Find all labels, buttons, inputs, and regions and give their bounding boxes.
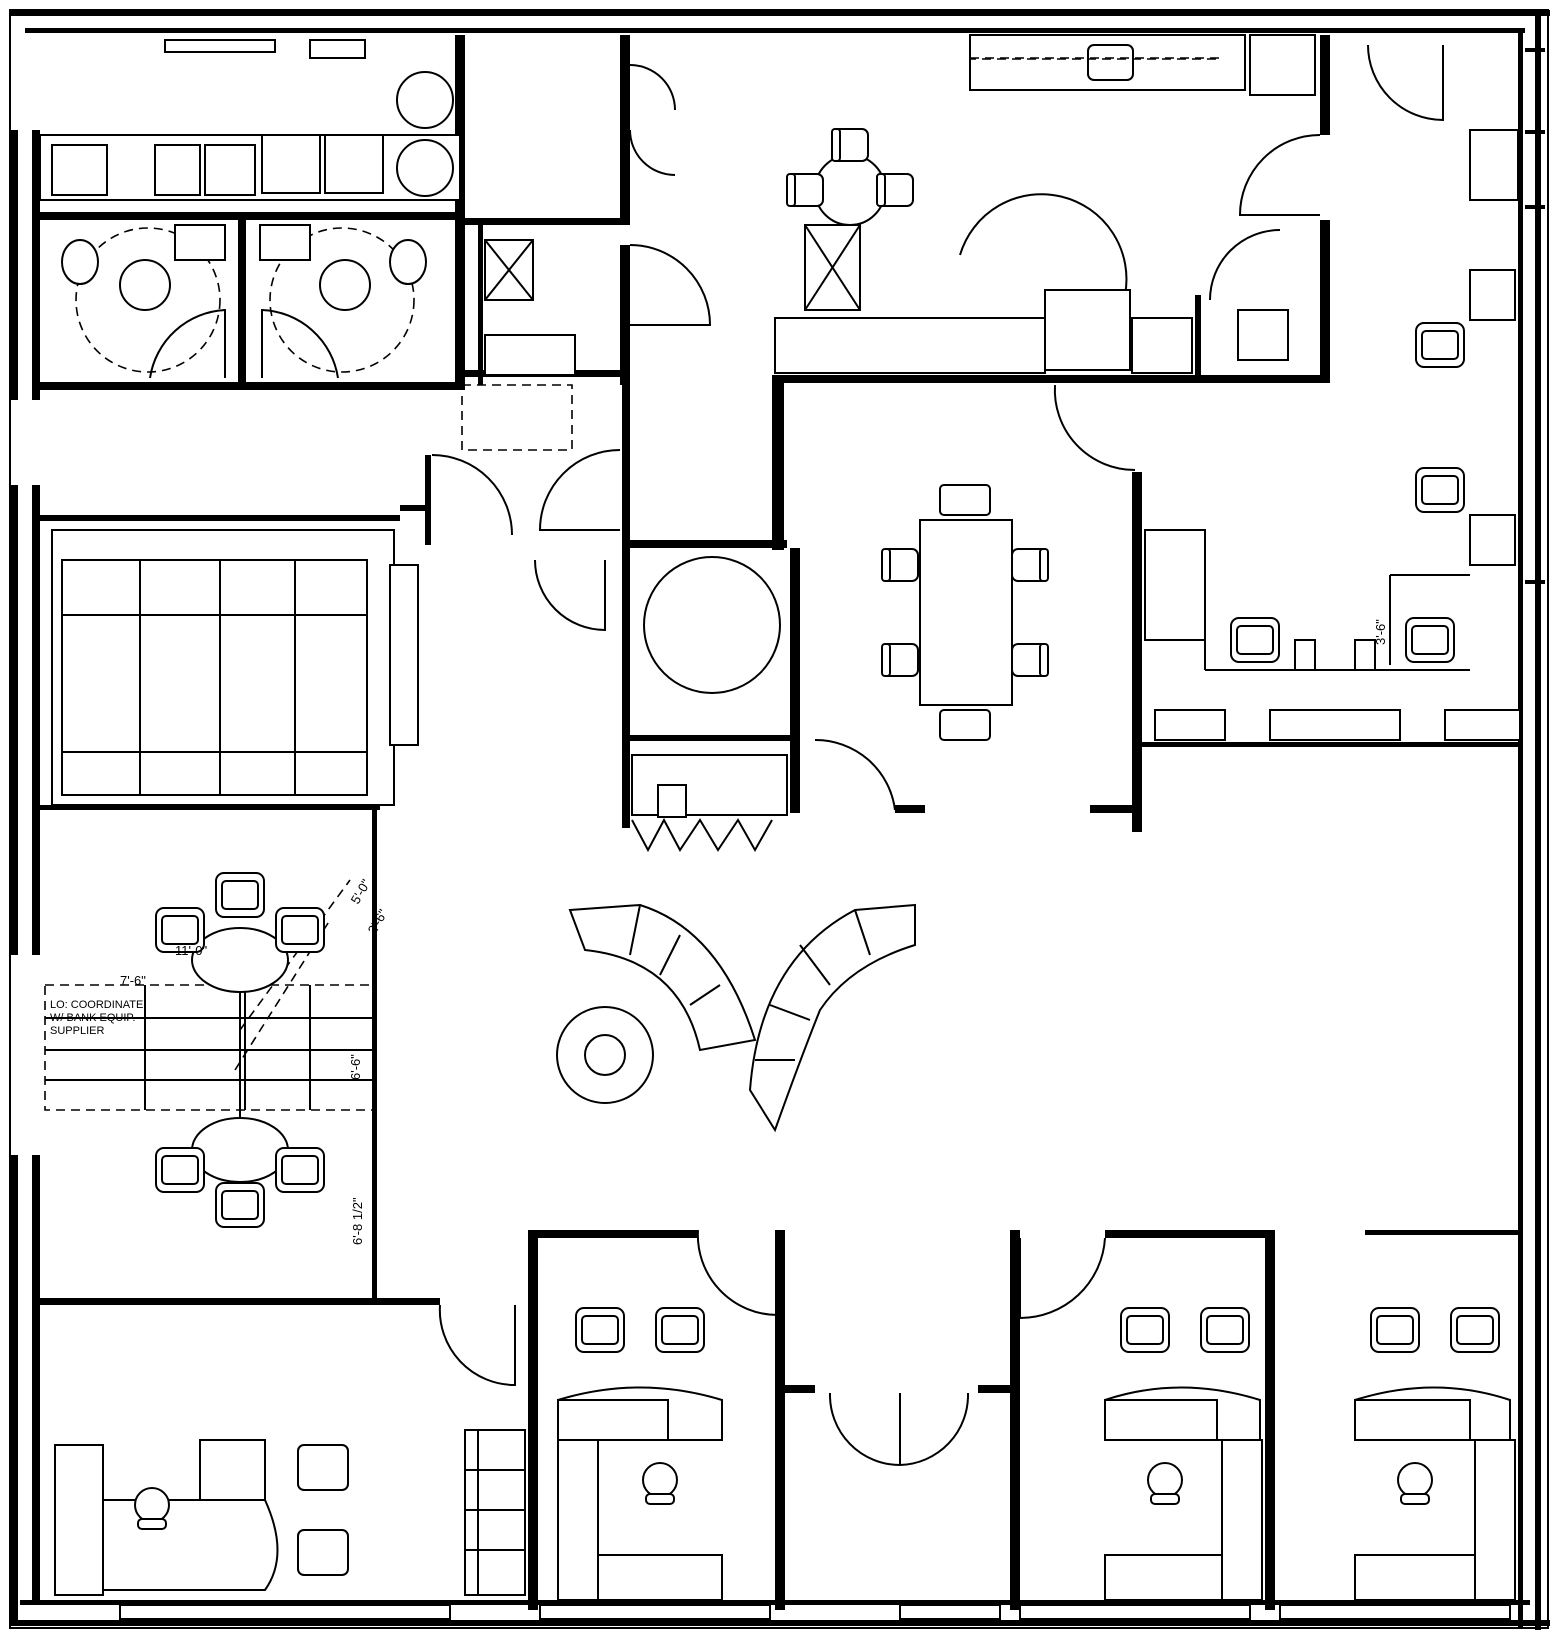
conference-table	[919, 519, 1013, 706]
restroom-left	[61, 224, 226, 379]
note-supplier: SUPPLIER	[50, 1025, 104, 1037]
office-4	[1354, 1307, 1516, 1601]
lobby-seating	[556, 903, 916, 1133]
conference-room	[814, 384, 1136, 811]
dimension-11-0: 11'-0"	[175, 943, 208, 958]
sink-icon	[1087, 44, 1134, 81]
janitor-closet	[431, 64, 712, 536]
interior-walls	[38, 35, 1522, 1610]
break-room	[774, 34, 1519, 374]
bottom-windows	[119, 1604, 1511, 1620]
dimension-6-6: 6'-6"	[348, 1054, 363, 1080]
break-table	[814, 154, 886, 226]
dimension-5-0: 5'-0"	[348, 876, 374, 906]
restroom-right	[259, 224, 427, 379]
reception	[1144, 269, 1521, 741]
copy-counter	[39, 39, 461, 201]
dimension-7-6: 7'-6"	[120, 973, 146, 988]
vault-door-icon	[643, 556, 781, 694]
file-room	[51, 529, 419, 806]
water-heater-icon	[396, 71, 454, 129]
note-bank-equip: W/ BANK EQUIP.	[50, 1012, 135, 1024]
office-1	[557, 1229, 779, 1601]
manager-office	[54, 1304, 526, 1596]
dimension-6-8: 6'-8 1/2"	[350, 1197, 365, 1245]
vault	[534, 556, 788, 853]
note-coordinate: LO: COORDINATE	[50, 999, 143, 1011]
office-3	[1019, 1237, 1263, 1601]
office-2	[828, 1392, 970, 1467]
dimension-3-6: 3'-6"	[1373, 619, 1388, 645]
dimension-2-6: 2'-6"	[365, 906, 391, 936]
